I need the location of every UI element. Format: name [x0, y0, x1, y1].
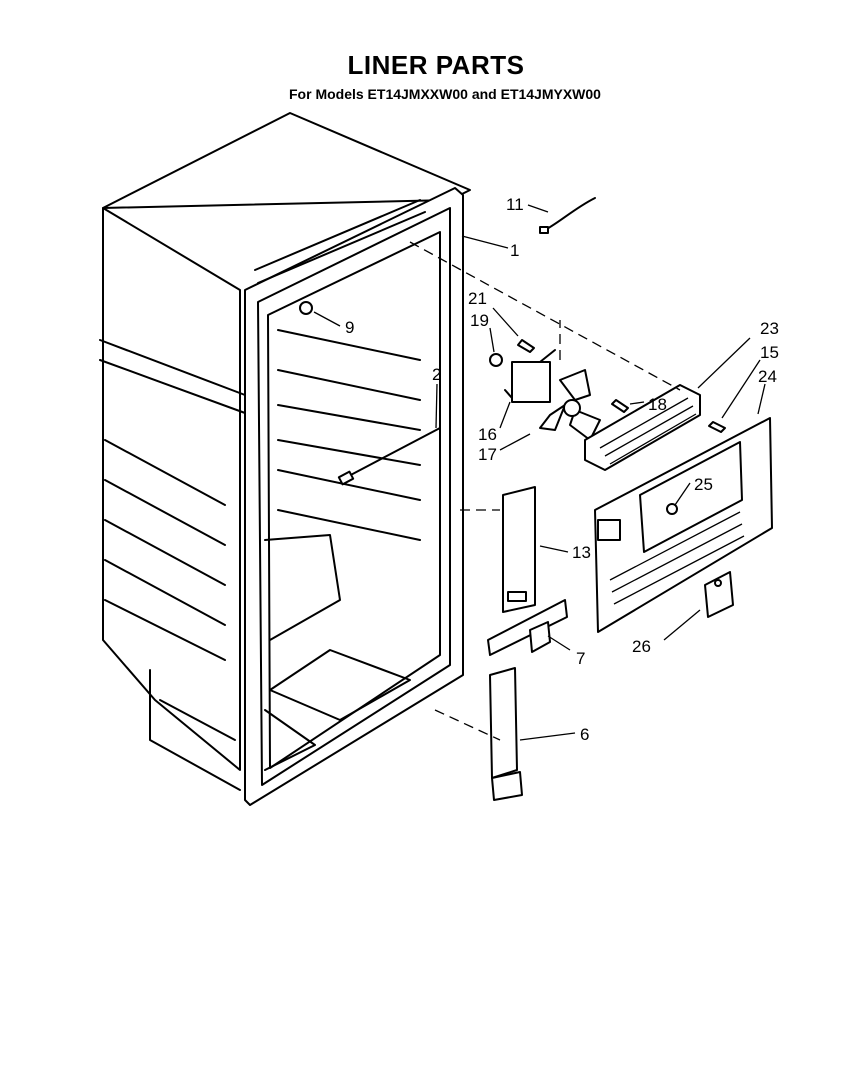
- callout-26: 26: [632, 637, 651, 656]
- callout-6: 6: [580, 725, 589, 744]
- callout-9: 9: [345, 318, 354, 337]
- part-19-grommet: [489, 353, 503, 367]
- part-2-sensor: [337, 427, 441, 486]
- part-25-screw: [666, 503, 678, 515]
- page-title: LINER PARTS: [347, 50, 525, 80]
- callout-7: 7: [576, 649, 585, 668]
- callout-23: 23: [760, 319, 779, 338]
- part-21-screw: [517, 339, 535, 353]
- callout-18: 18: [648, 395, 667, 414]
- part-23-shroud: [584, 384, 701, 471]
- alignment-lines: [409, 241, 681, 741]
- callout-24: 24: [758, 367, 777, 386]
- part-16-fan-motor: [489, 339, 556, 403]
- callout-1: 1: [510, 241, 519, 260]
- part-17-fan-blade: [539, 369, 601, 441]
- part-24-cover-panel: [594, 417, 773, 633]
- callout-15: 15: [760, 343, 779, 362]
- callout-16: 16: [478, 425, 497, 444]
- callout-2: 2: [432, 365, 441, 384]
- callout-19: 19: [470, 311, 489, 330]
- callout-21: 21: [468, 289, 487, 308]
- part-15-screw: [708, 421, 726, 433]
- part-9-screw: [299, 301, 313, 315]
- callout-13: 13: [572, 543, 591, 562]
- part-6-duct-panel: [489, 667, 523, 801]
- liner-cabinet: [99, 112, 471, 806]
- callout-labels: 11 1 21 19 9 23 15 24 2 18 16 17 25 13 2…: [345, 195, 779, 744]
- part-18-screw: [611, 399, 629, 413]
- page-subtitle: For Models ET14JMXXW00 and ET14JMYXW00: [289, 86, 601, 102]
- part-26-bracket: [704, 571, 734, 618]
- part-13-duct: [502, 486, 536, 613]
- callout-11: 11: [506, 195, 524, 214]
- part-7-damper: [487, 599, 568, 656]
- callout-25: 25: [694, 475, 713, 494]
- callout-17: 17: [478, 445, 497, 464]
- callout-leaders: [313, 204, 766, 741]
- part-11-wire: [539, 197, 596, 234]
